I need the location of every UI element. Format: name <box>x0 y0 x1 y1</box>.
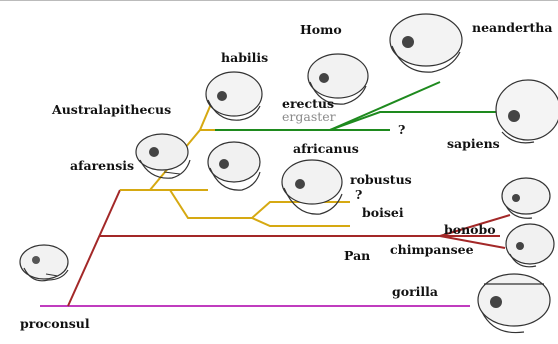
neanderthalensis-label: neandertha <box>472 22 552 35</box>
habilis-skull <box>206 72 262 120</box>
gorilla-label: gorilla <box>392 286 438 299</box>
chimpansee-label: chimpansee <box>390 244 474 257</box>
proconsul-label: proconsul <box>20 318 90 331</box>
afarensis-label: afarensis <box>70 160 134 173</box>
neanderthal-skull <box>390 14 462 72</box>
chimpanzee-skull <box>506 224 554 267</box>
habilis-label: habilis <box>221 52 268 65</box>
sapiens-label: sapiens <box>447 138 500 151</box>
bonobo-skull <box>502 178 550 218</box>
africanus-label: africanus <box>293 143 359 156</box>
ergaster-label: ergaster <box>282 111 336 124</box>
africanus-skull <box>208 142 260 190</box>
afarensis-skull <box>136 134 190 178</box>
gorilla-skull <box>478 274 550 333</box>
pan-label: Pan <box>344 250 370 263</box>
robustus-question-mark: ? <box>355 189 362 202</box>
robustus-skull <box>282 160 342 214</box>
boisei-label: boisei <box>362 207 404 220</box>
homo-label: Homo <box>300 24 342 37</box>
bonobo-label: bonobo <box>444 224 496 237</box>
sapiens-skull <box>496 80 558 143</box>
australopithecus-label: Australapithecus <box>52 104 171 117</box>
robustus-label: robustus <box>350 174 412 187</box>
proconsul-skull <box>20 245 68 281</box>
root-stem <box>68 190 120 306</box>
ergaster-question-mark: ? <box>398 124 405 137</box>
